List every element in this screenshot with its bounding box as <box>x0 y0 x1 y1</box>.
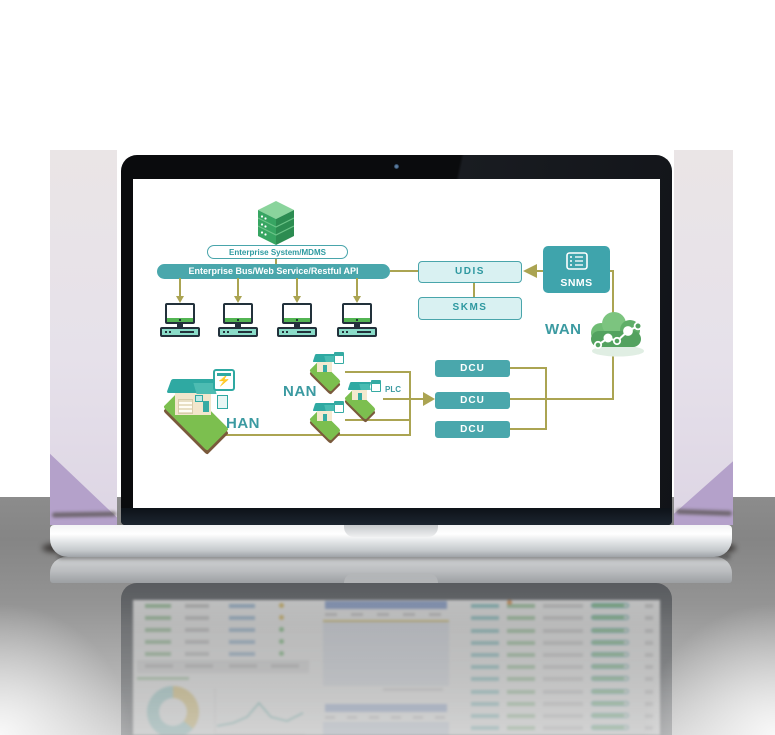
server-list-icon <box>565 252 588 270</box>
connector-line <box>510 398 614 400</box>
wan-label: WAN <box>545 321 582 338</box>
left-purple-triangle <box>50 453 117 525</box>
skms-box: SKMS <box>418 297 522 320</box>
wall-meter-icon <box>217 395 228 409</box>
plc-label: PLC <box>385 385 401 394</box>
nan-label: NAN <box>283 383 317 400</box>
snms-box: SNMS <box>543 246 610 293</box>
connector-line <box>275 258 277 265</box>
connector-line <box>510 428 547 430</box>
left-accent-band <box>50 150 117 525</box>
enterprise-bus-bar: Enterprise Bus/Web Service/Restful API <box>157 264 390 279</box>
connector-line <box>537 270 544 272</box>
reflection-donut-chart <box>147 686 199 735</box>
connector-line <box>510 367 547 369</box>
small-house-icon <box>303 351 347 395</box>
small-house-icon <box>338 379 384 423</box>
dcu-box-3: DCU <box>435 421 510 438</box>
desktop-computer-icon <box>277 303 317 337</box>
enterprise-system-pill: Enterprise System/MDMS <box>207 245 348 259</box>
desktop-computer-icon <box>337 303 377 337</box>
down-arrow <box>293 278 301 303</box>
down-arrow <box>234 278 242 303</box>
down-arrow <box>176 278 184 303</box>
arrowhead-to-udis <box>523 264 537 278</box>
laptop-screen: Enterprise System/MDMS Enterprise Bus/We… <box>133 179 660 508</box>
connector-line <box>473 283 475 297</box>
laptop-reflection <box>0 553 775 735</box>
lid-notch <box>344 525 438 537</box>
down-arrow <box>353 278 361 303</box>
arrowhead-to-dcu <box>423 392 435 406</box>
laptop-bezel: Enterprise System/MDMS Enterprise Bus/We… <box>121 155 672 525</box>
desktop-computer-icon <box>160 303 200 337</box>
connector-line <box>345 419 410 421</box>
network-cloud-icon <box>591 312 644 357</box>
han-label: HAN <box>226 415 260 432</box>
reflected-base <box>50 557 732 583</box>
energy-meter-sign: ⚡ <box>213 369 235 391</box>
dcu-box-1: DCU <box>435 360 510 377</box>
snms-label: SNMS <box>560 277 593 289</box>
small-house-icon <box>303 400 347 444</box>
connector-line <box>545 367 547 430</box>
reflected-bezel <box>121 583 672 735</box>
connector-line <box>409 371 411 436</box>
right-purple-triangle <box>674 461 733 525</box>
connector-line <box>202 434 410 436</box>
webcam-dot <box>394 164 399 169</box>
reflection-right-table <box>463 601 660 734</box>
connector-line <box>345 371 410 373</box>
laptop-base <box>50 525 732 557</box>
desktop-computer-icon <box>218 303 258 337</box>
dcu-box-2: DCU <box>435 392 510 409</box>
reflection-line-chart <box>214 688 305 735</box>
server-stack-icon <box>258 201 294 245</box>
reflected-dashboard <box>133 600 660 735</box>
reflection-area-chart <box>323 620 449 686</box>
smart-home-icon: ⚡ <box>155 367 251 455</box>
reflection-left-table <box>133 601 660 660</box>
connector-line <box>383 398 423 400</box>
right-accent-band <box>674 150 733 525</box>
connector-line <box>390 270 418 272</box>
udis-box: UDIS <box>418 261 522 283</box>
